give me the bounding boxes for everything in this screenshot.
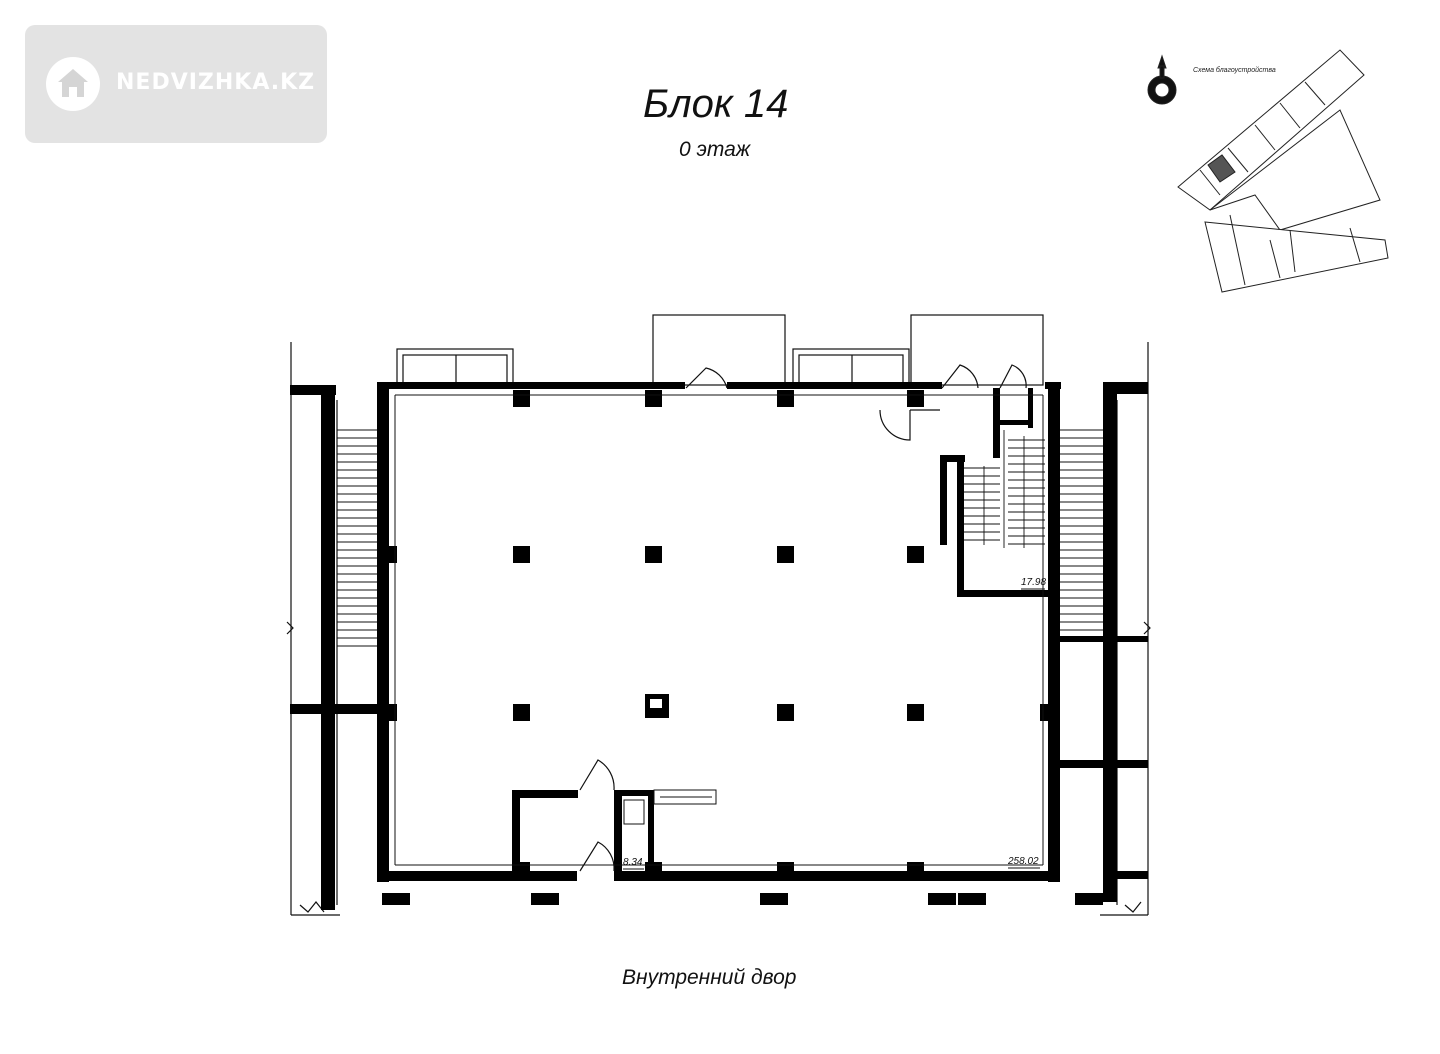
floor-label: 0 этаж: [679, 138, 751, 161]
plinth-blocks: [382, 893, 1103, 905]
area-label-stair-hall: 17.98: [1021, 577, 1046, 588]
left-stairs: [337, 429, 377, 647]
home-icon: [46, 57, 100, 111]
watermark: NEDVIZHKA.KZ: [25, 25, 327, 143]
key-plan-label: Схема благоустройства: [1193, 66, 1276, 74]
inner-lines: [394, 394, 1044, 866]
right-stairs: [1060, 429, 1103, 631]
compass-icon: [1147, 54, 1177, 105]
key-plan: Схема благоустройства: [1147, 49, 1389, 293]
area-label-main: 258.02: [1007, 856, 1039, 867]
watermark-text: NEDVIZHKA.KZ: [116, 70, 316, 95]
outline-lines: [286, 342, 1151, 916]
courtyard-label: Внутренний двор: [622, 966, 797, 989]
inner-stairs: [964, 430, 1045, 548]
top-bays: [396, 314, 1044, 386]
plan-title: Блок 14: [643, 82, 789, 126]
walls: [290, 382, 1148, 910]
doors: [579, 364, 1027, 872]
area-label-small-room: 8.34: [623, 857, 643, 868]
column-shaft: [645, 694, 669, 718]
